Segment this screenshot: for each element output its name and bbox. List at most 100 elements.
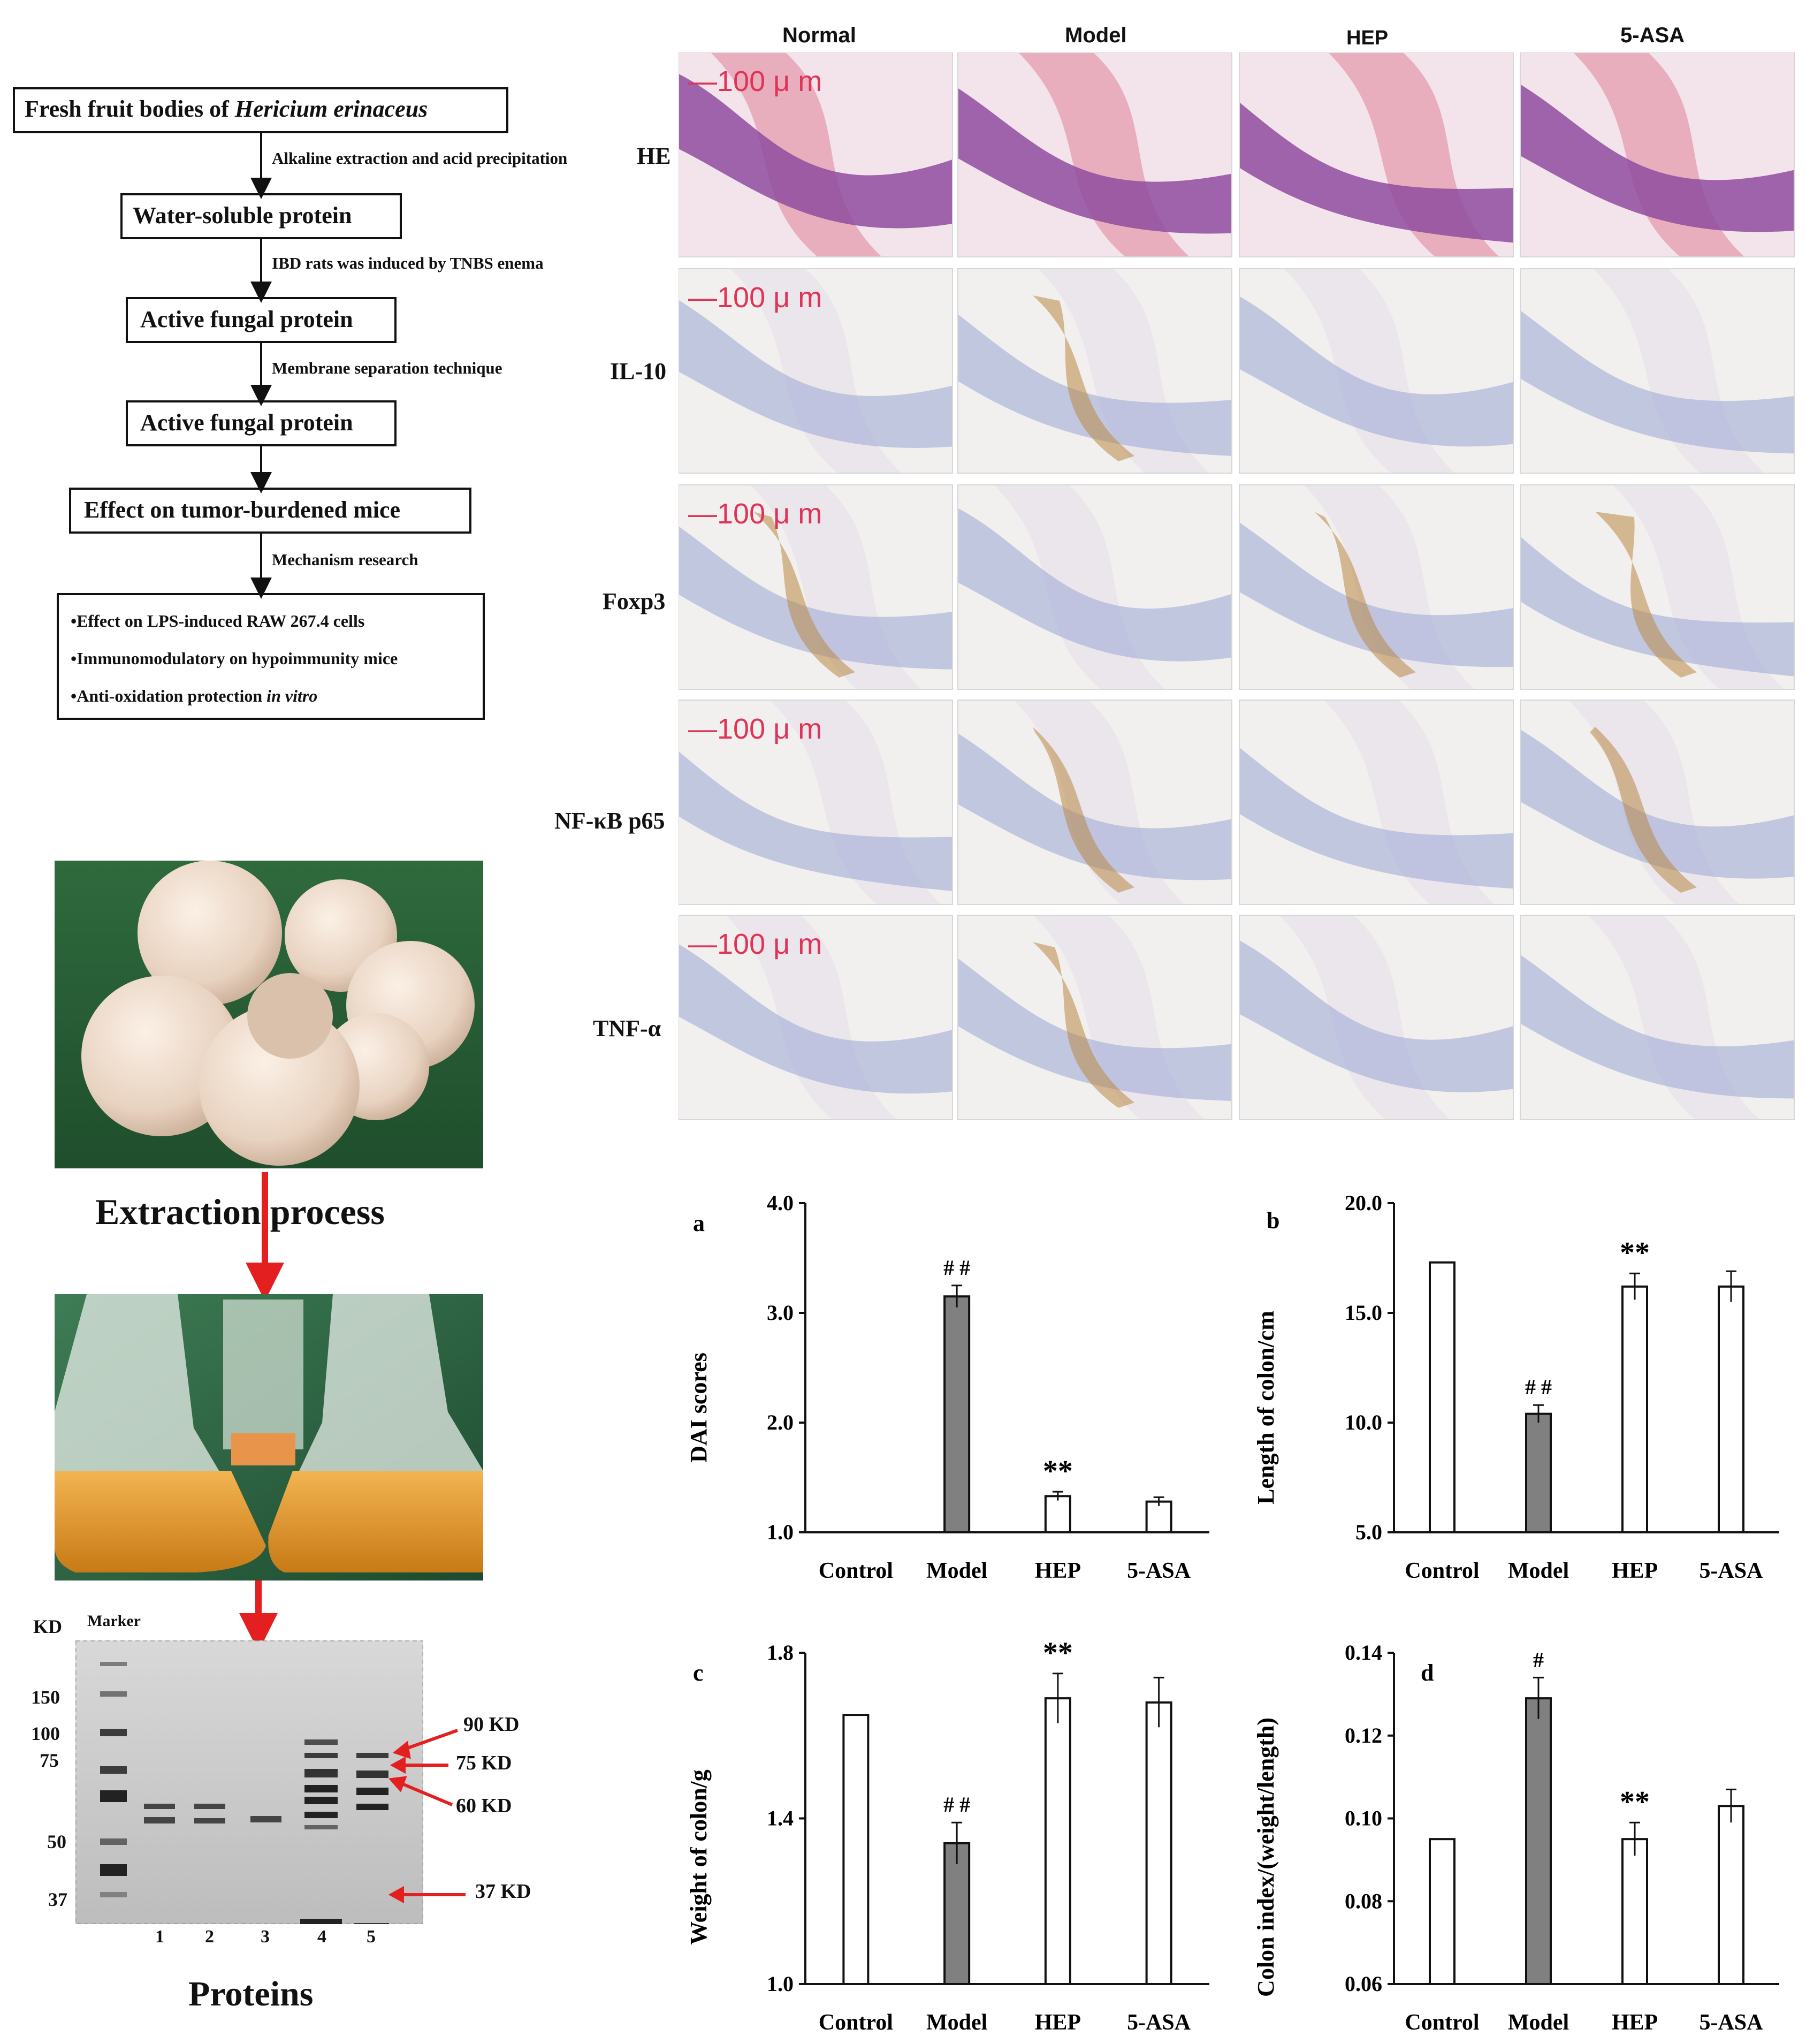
x-tick-label: 5-ASA xyxy=(1699,2010,1763,2035)
band-75kd: 75 KD xyxy=(456,1752,512,1774)
flow-step-3: Membrane separation technique xyxy=(272,359,502,377)
x-tick-label: Control xyxy=(819,2010,893,2035)
bar-Model xyxy=(943,1295,971,1533)
final-item-3-italic: in vitro xyxy=(266,686,318,705)
y-tick-label: 1.4 xyxy=(767,1806,794,1830)
x-tick-label: Model xyxy=(1508,1559,1569,1583)
histo-panel-0-3 xyxy=(1520,52,1795,257)
histo-panel-0-2 xyxy=(1239,52,1514,257)
mushroom-photo xyxy=(55,861,483,1168)
histo-panel-4-2 xyxy=(1239,915,1514,1120)
bar-HEP xyxy=(1044,1495,1071,1533)
flow-box-3: Active fungal protein xyxy=(140,306,353,332)
y-tick-label: 0.10 xyxy=(1345,1806,1382,1830)
row-he: HE xyxy=(637,143,671,169)
flow-box-1-species: Hericium erinaceus xyxy=(234,96,428,122)
y-tick-label: 0.12 xyxy=(1345,1723,1382,1747)
bar-HEP xyxy=(1621,1838,1648,1985)
lane-1: 1 xyxy=(155,1927,164,1947)
scale-bar-0: —100 μ m xyxy=(688,65,822,97)
y-tick-label: 15.0 xyxy=(1345,1301,1382,1325)
bar-Control xyxy=(1429,1261,1456,1533)
scale-bar-4: —100 μ m xyxy=(688,928,822,960)
ladder-150: 150 xyxy=(31,1686,60,1708)
histology-panels: —100 μ m—100 μ m—100 μ m—100 μ m—100 μ m xyxy=(679,52,1795,1120)
row-nfkb: NF-κB p65 xyxy=(554,808,665,834)
y-tick-label: 2.0 xyxy=(767,1410,794,1434)
band-90kd: 90 KD xyxy=(463,1713,520,1736)
y-tick-label: 3.0 xyxy=(767,1301,794,1325)
row-tnf: TNF-α xyxy=(593,1015,661,1042)
histo-panel-1-2 xyxy=(1239,268,1514,474)
x-tick-label: Control xyxy=(819,1559,893,1583)
histo-panel-0-1 xyxy=(957,52,1232,257)
x-tick-label: 5-ASA xyxy=(1127,2010,1191,2035)
histo-panel-2-2 xyxy=(1239,484,1514,690)
histo-panel-2-3 xyxy=(1520,484,1795,690)
final-item-3: •Anti-oxidation protection in vitro xyxy=(71,686,317,706)
y-tick-label: 10.0 xyxy=(1345,1410,1382,1434)
sig-annotation: # # xyxy=(943,1792,970,1817)
col-5asa: 5-ASA xyxy=(1620,24,1685,47)
final-item-1: •Effect on LPS-induced RAW 267.4 cells xyxy=(71,611,365,630)
extraction-label: Extraction process xyxy=(95,1191,385,1232)
bar-5-ASA xyxy=(1145,1500,1172,1533)
flow-box-1: Fresh fruit bodies of Hericium erinaceus xyxy=(25,95,428,123)
bar-5-ASA xyxy=(1145,1701,1172,1985)
histo-panel-3-0 xyxy=(679,700,953,905)
x-tick-label: Model xyxy=(926,2010,987,2035)
col-model: Model xyxy=(1065,24,1127,47)
histo-panel-2-1 xyxy=(957,484,1232,690)
y-tick-label: 20.0 xyxy=(1345,1191,1382,1215)
bar-Model xyxy=(943,1842,971,1986)
x-tick-label: 5-ASA xyxy=(1699,1559,1763,1583)
ladder-100: 100 xyxy=(31,1723,60,1744)
row-il10: IL-10 xyxy=(610,358,667,384)
col-hep: HEP xyxy=(1346,27,1389,49)
bar-Control xyxy=(1429,1838,1456,1985)
scale-bar-2: —100 μ m xyxy=(688,498,822,530)
band-60kd: 60 KD xyxy=(456,1795,512,1817)
histo-panel-4-0 xyxy=(679,915,953,1120)
ladder-50: 50 xyxy=(47,1831,66,1852)
bar-HEP xyxy=(1044,1697,1071,1985)
x-tick-label: HEP xyxy=(1035,2010,1081,2035)
x-tick-label: Model xyxy=(1508,2010,1569,2035)
flow-step-1: Alkaline extraction and acid precipitati… xyxy=(272,149,568,168)
x-tick-label: Control xyxy=(1405,1559,1479,1583)
ladder-75: 75 xyxy=(40,1750,59,1771)
y-tick-label: 4.0 xyxy=(767,1191,794,1215)
gel-marker-label: Marker xyxy=(87,1612,141,1630)
x-tick-label: 5-ASA xyxy=(1127,1559,1191,1583)
y-axis-label: Colon index/(weight/length) xyxy=(1253,1718,1279,1997)
gel-kd-label: KD xyxy=(33,1616,62,1637)
col-normal: Normal xyxy=(782,24,856,47)
y-axis-label: Weight of colon/g xyxy=(685,1769,712,1945)
flow-step-4: Mechanism research xyxy=(272,550,418,569)
final-item-2: •Immunomodulatory on hypoimmunity mice xyxy=(71,649,398,668)
bar-HEP xyxy=(1621,1285,1648,1534)
bar-5-ASA xyxy=(1718,1805,1744,1985)
bar-5-ASA xyxy=(1718,1285,1744,1534)
flow-step-2: IBD rats was induced by TNBS enema xyxy=(272,254,544,272)
flow-box-5: Effect on tumor-burdened mice xyxy=(84,497,401,523)
histo-panel-3-2 xyxy=(1239,700,1514,905)
panel-letter: d xyxy=(1421,1660,1434,1686)
lane-2: 2 xyxy=(205,1927,214,1947)
ladder-37: 37 xyxy=(48,1889,67,1910)
flow-box-2: Water-soluble protein xyxy=(133,202,352,229)
bar-Control xyxy=(842,1714,870,1985)
sig-annotation: # # xyxy=(1525,1375,1552,1399)
x-tick-label: Model xyxy=(926,1559,987,1583)
sig-annotation: # xyxy=(1533,1647,1544,1671)
y-tick-label: 1.8 xyxy=(767,1640,794,1665)
y-tick-label: 1.0 xyxy=(767,1520,794,1544)
histo-panel-1-0 xyxy=(679,268,953,474)
final-item-3-text: •Anti-oxidation protection xyxy=(71,686,267,705)
